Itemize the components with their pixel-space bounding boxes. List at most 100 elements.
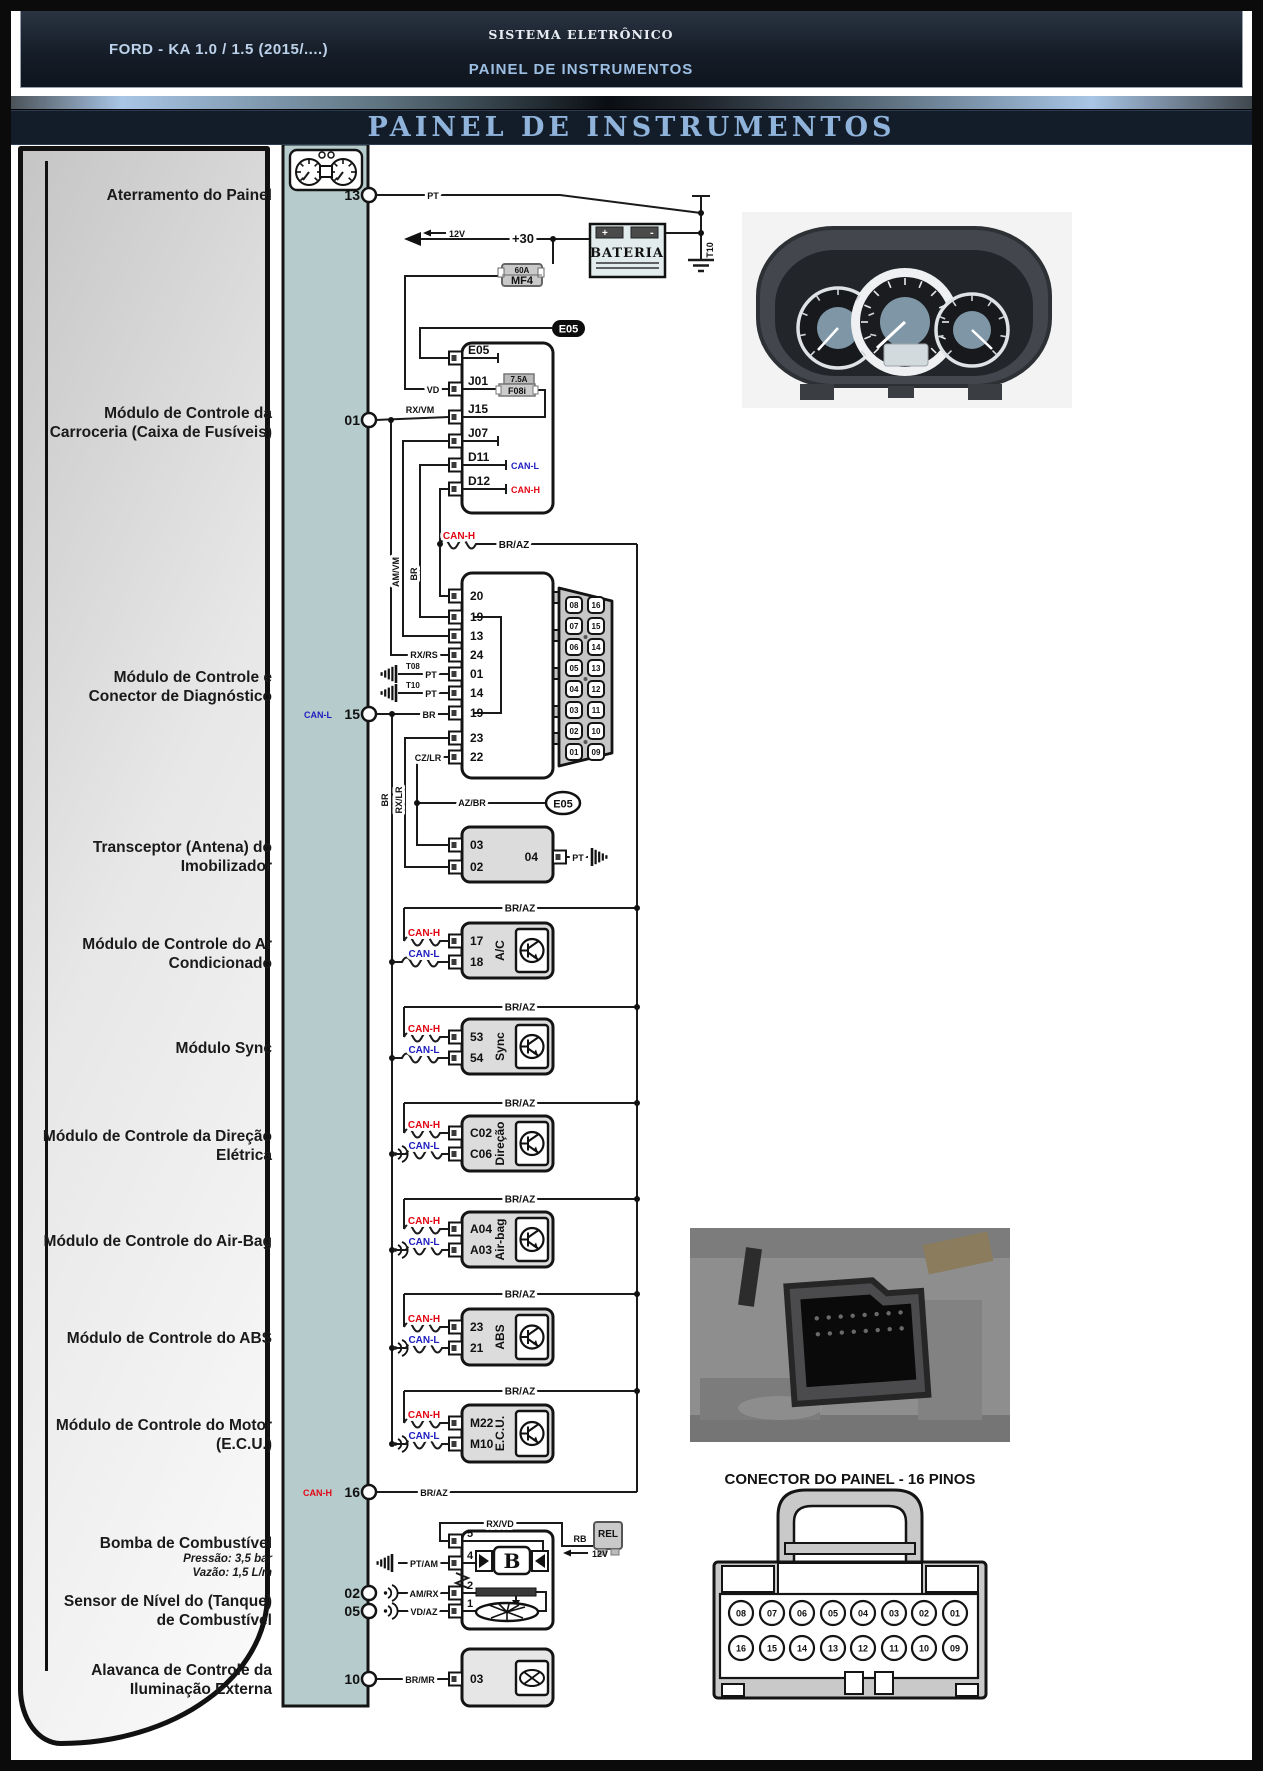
connector16-pin: 08 bbox=[736, 1609, 746, 1619]
ground-icon bbox=[376, 1554, 394, 1572]
module-name: A/C bbox=[493, 940, 507, 961]
e05-oval: E05 bbox=[544, 790, 582, 816]
junction-dot bbox=[389, 711, 395, 717]
svg-text:F08i: F08i bbox=[508, 386, 526, 396]
component-label-panel bbox=[18, 146, 270, 1746]
wire-canl-label: CAN-L bbox=[408, 949, 439, 960]
wire-canh: CAN-H bbox=[443, 531, 475, 542]
obd-pin-number: 05 bbox=[570, 664, 579, 673]
wire-brmr: BR/MR bbox=[405, 1675, 435, 1685]
connector16-pin: 07 bbox=[767, 1609, 777, 1619]
wire-braz-label: BR/AZ bbox=[505, 1195, 536, 1206]
module-pin-label: 54 bbox=[470, 1051, 484, 1065]
plus30-label: +30 bbox=[512, 231, 534, 246]
wire-rxrs: RX/RS bbox=[410, 650, 438, 660]
svg-text:03: 03 bbox=[470, 838, 484, 852]
fusebox-pin-label: J15 bbox=[468, 402, 488, 416]
label-ecu: Módulo de Controle do Motor(E.C.U.) bbox=[55, 1417, 272, 1453]
wire-braz: BR/AZ bbox=[499, 540, 530, 551]
wire-amvm: AM/VM bbox=[391, 557, 401, 587]
cluster-photo bbox=[742, 212, 1072, 408]
obd-pin-number: 04 bbox=[570, 685, 579, 694]
ground-icon bbox=[380, 684, 398, 702]
ground-t10b: T10 bbox=[406, 681, 420, 690]
connector16-pin: 09 bbox=[950, 1644, 960, 1654]
obd-pin-number: 10 bbox=[592, 727, 601, 736]
wire-canl-label: CAN-L bbox=[408, 1431, 439, 1442]
module-pin-label: M10 bbox=[470, 1437, 494, 1451]
transistor-icon bbox=[519, 1324, 545, 1350]
bus-pin-number: 01 bbox=[344, 412, 360, 428]
bus-pin-number: 10 bbox=[344, 1671, 360, 1687]
wire-vd: VD bbox=[427, 385, 440, 395]
connector16-pin: 10 bbox=[919, 1644, 929, 1654]
obd-pin-number: 14 bbox=[592, 643, 601, 652]
obd-pin-number: 02 bbox=[570, 727, 579, 736]
wire-canl-label: CAN-L bbox=[408, 1237, 439, 1248]
system-title: SISTEMA ELETRÔNICO bbox=[488, 27, 674, 42]
wire-braz-label: BR/AZ bbox=[505, 1387, 536, 1398]
wire-br: BR bbox=[409, 567, 419, 580]
bus-pin-number: 15 bbox=[344, 706, 360, 722]
transistor-icon bbox=[519, 1226, 545, 1253]
wire-vdaz: VD/AZ bbox=[411, 1607, 439, 1617]
junction-dot bbox=[698, 230, 704, 236]
module-pin-label: A03 bbox=[470, 1243, 492, 1257]
wire-braz-label: BR/AZ bbox=[505, 904, 536, 915]
inline-connector-icon bbox=[383, 1584, 399, 1602]
diag-pin-label: 14 bbox=[470, 686, 484, 700]
wire-br-bus: BR bbox=[380, 793, 390, 806]
label-airbag: Módulo de Controle do Air-Bag bbox=[43, 1233, 272, 1250]
wire-canh-label: CAN-H bbox=[408, 928, 440, 939]
obd-pin-number: 09 bbox=[592, 748, 601, 757]
bus-pin-number: 05 bbox=[344, 1603, 360, 1619]
obd-pin-number: 15 bbox=[592, 622, 601, 631]
module-pin-label: C02 bbox=[470, 1126, 492, 1140]
fusebox-pin-label: J07 bbox=[468, 426, 488, 440]
fuse-mf4: 60A MF4 bbox=[497, 263, 545, 287]
module-pin-label: 17 bbox=[470, 934, 484, 948]
wiring bbox=[375, 194, 714, 1680]
junction-dot bbox=[437, 541, 443, 547]
obd-pin-number: 03 bbox=[570, 706, 579, 715]
fusebox-pin-label: D11 bbox=[468, 450, 490, 464]
transistor-icon bbox=[519, 1420, 545, 1447]
diag-pin-label: 22 bbox=[470, 750, 484, 764]
label-sensor-nivel: Sensor de Nível do (Tanque)de Combustíve… bbox=[63, 1593, 272, 1629]
cluster-icon bbox=[288, 148, 364, 192]
fuel-relay: REL bbox=[593, 1521, 623, 1556]
connector-photo bbox=[690, 1228, 1010, 1442]
connector16-pin: 05 bbox=[828, 1609, 838, 1619]
junction-dot bbox=[414, 800, 420, 806]
diag-pin-label: 19 bbox=[470, 706, 484, 720]
diag-pin-label: 20 bbox=[470, 589, 484, 603]
bus-pin-number: 02 bbox=[344, 1585, 360, 1601]
svg-text:E05: E05 bbox=[553, 799, 573, 811]
ground-t10-label: T10 bbox=[705, 242, 715, 258]
wire-canh-label: CAN-H bbox=[408, 1314, 440, 1325]
e05-badge: E05 bbox=[552, 320, 585, 337]
fusebox-canh: CAN-H bbox=[511, 485, 540, 495]
connector16-pin: 15 bbox=[767, 1644, 777, 1654]
gradient-bar bbox=[10, 96, 1253, 109]
module-name: E.C.U. bbox=[493, 1416, 507, 1451]
label-abs: Módulo de Controle do ABS bbox=[66, 1330, 272, 1347]
connector16-pin: 12 bbox=[858, 1644, 868, 1654]
module-pin-label: 53 bbox=[470, 1030, 484, 1044]
transistor-icon bbox=[519, 937, 545, 964]
obd-pin-number: 11 bbox=[592, 706, 601, 715]
obd-pin-number: 06 bbox=[570, 643, 579, 652]
bus-pin-number: 13 bbox=[344, 187, 360, 203]
module-name: Sync bbox=[493, 1032, 507, 1061]
